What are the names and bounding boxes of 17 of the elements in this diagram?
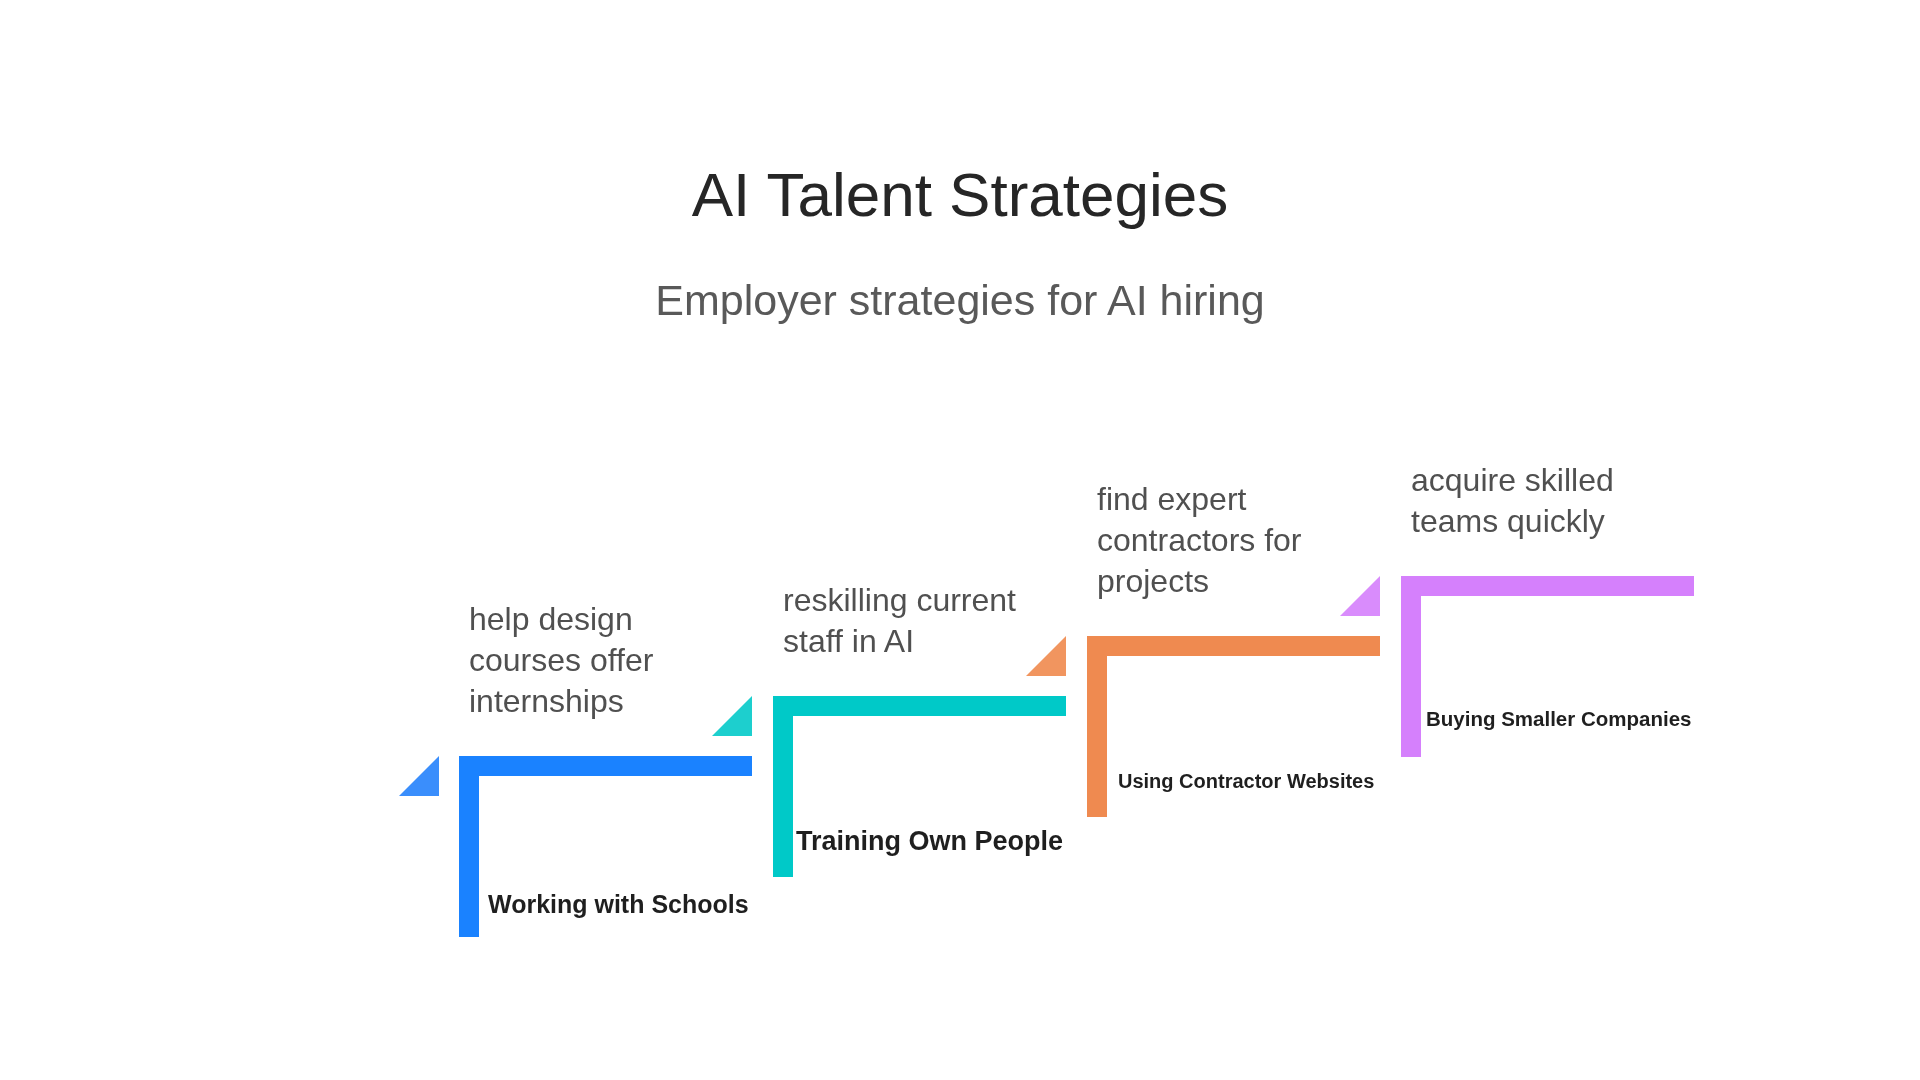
step-description: find expert contractors for projects xyxy=(1097,480,1303,601)
step-description: reskilling current staff in AI xyxy=(783,581,1017,661)
step-bracket xyxy=(1401,576,1694,757)
step-description: help design courses offer internships xyxy=(469,600,655,721)
triangle-arrow xyxy=(712,696,752,736)
step-title: Training Own People xyxy=(796,824,1064,857)
step-bracket xyxy=(1087,636,1380,817)
step-bracket xyxy=(459,756,752,937)
triangle-arrow xyxy=(1026,636,1066,676)
triangle-arrow xyxy=(399,756,439,796)
step-title: Using Contractor Websites xyxy=(1118,769,1375,793)
subtitle: Employer strategies for AI hiring xyxy=(655,279,1265,322)
step-bracket xyxy=(773,696,1066,877)
step-title: Buying Smaller Companies xyxy=(1426,707,1692,732)
step-description: acquire skilled teams quickly xyxy=(1411,461,1615,541)
step-title: Working with Schools xyxy=(488,889,749,919)
triangle-arrow xyxy=(1340,576,1380,616)
